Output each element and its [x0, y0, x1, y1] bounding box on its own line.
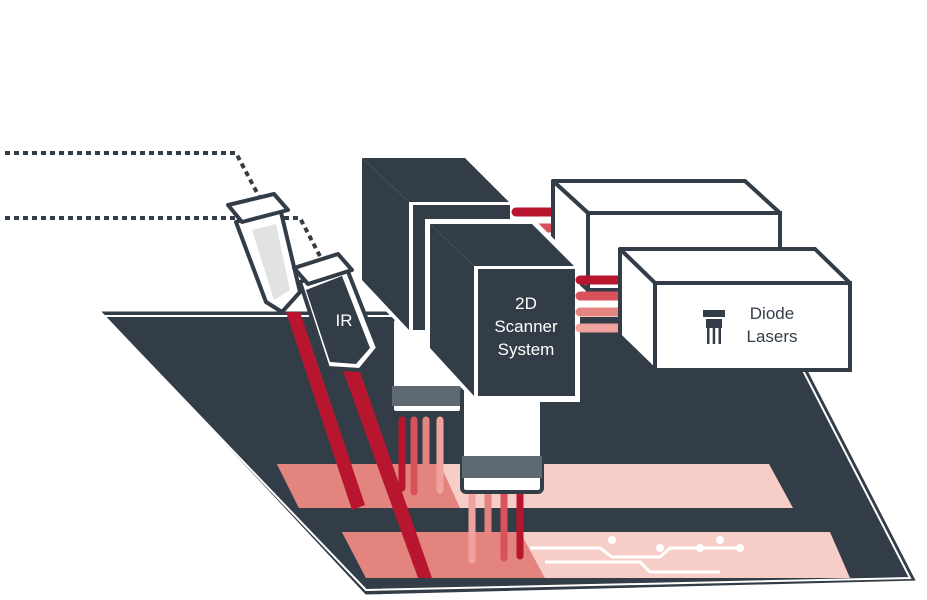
- scanner-beams-front: [468, 490, 524, 564]
- fiber-lines: [5, 151, 325, 263]
- lower-track-processed: [342, 532, 545, 578]
- upper-fiber-line: [5, 151, 265, 205]
- ir-beam-back: [286, 312, 365, 510]
- scanner-unit: 2D Scanner System: [425, 219, 580, 494]
- scanner-label-line-1: 2D: [515, 294, 537, 313]
- ir-beam-front: [342, 366, 432, 578]
- diode-label-line-2: Lasers: [746, 327, 797, 346]
- ir-sensor-back: [226, 192, 365, 510]
- circuit-traces: [530, 536, 744, 574]
- diode-label-line-1: Diode: [750, 304, 794, 323]
- ir-label: IR: [336, 311, 353, 330]
- scanner-beams-back: [398, 416, 444, 496]
- lower-fiber-line: [5, 216, 325, 263]
- laser-diode-icon: [703, 310, 725, 344]
- diode-laser-box: Diode Lasers: [575, 247, 852, 372]
- upper-track-processed: [277, 464, 460, 508]
- scanner-label-line-2: Scanner: [494, 317, 558, 336]
- ir-sensor-front: IR: [292, 252, 432, 578]
- scanner-label-line-3: System: [498, 340, 555, 359]
